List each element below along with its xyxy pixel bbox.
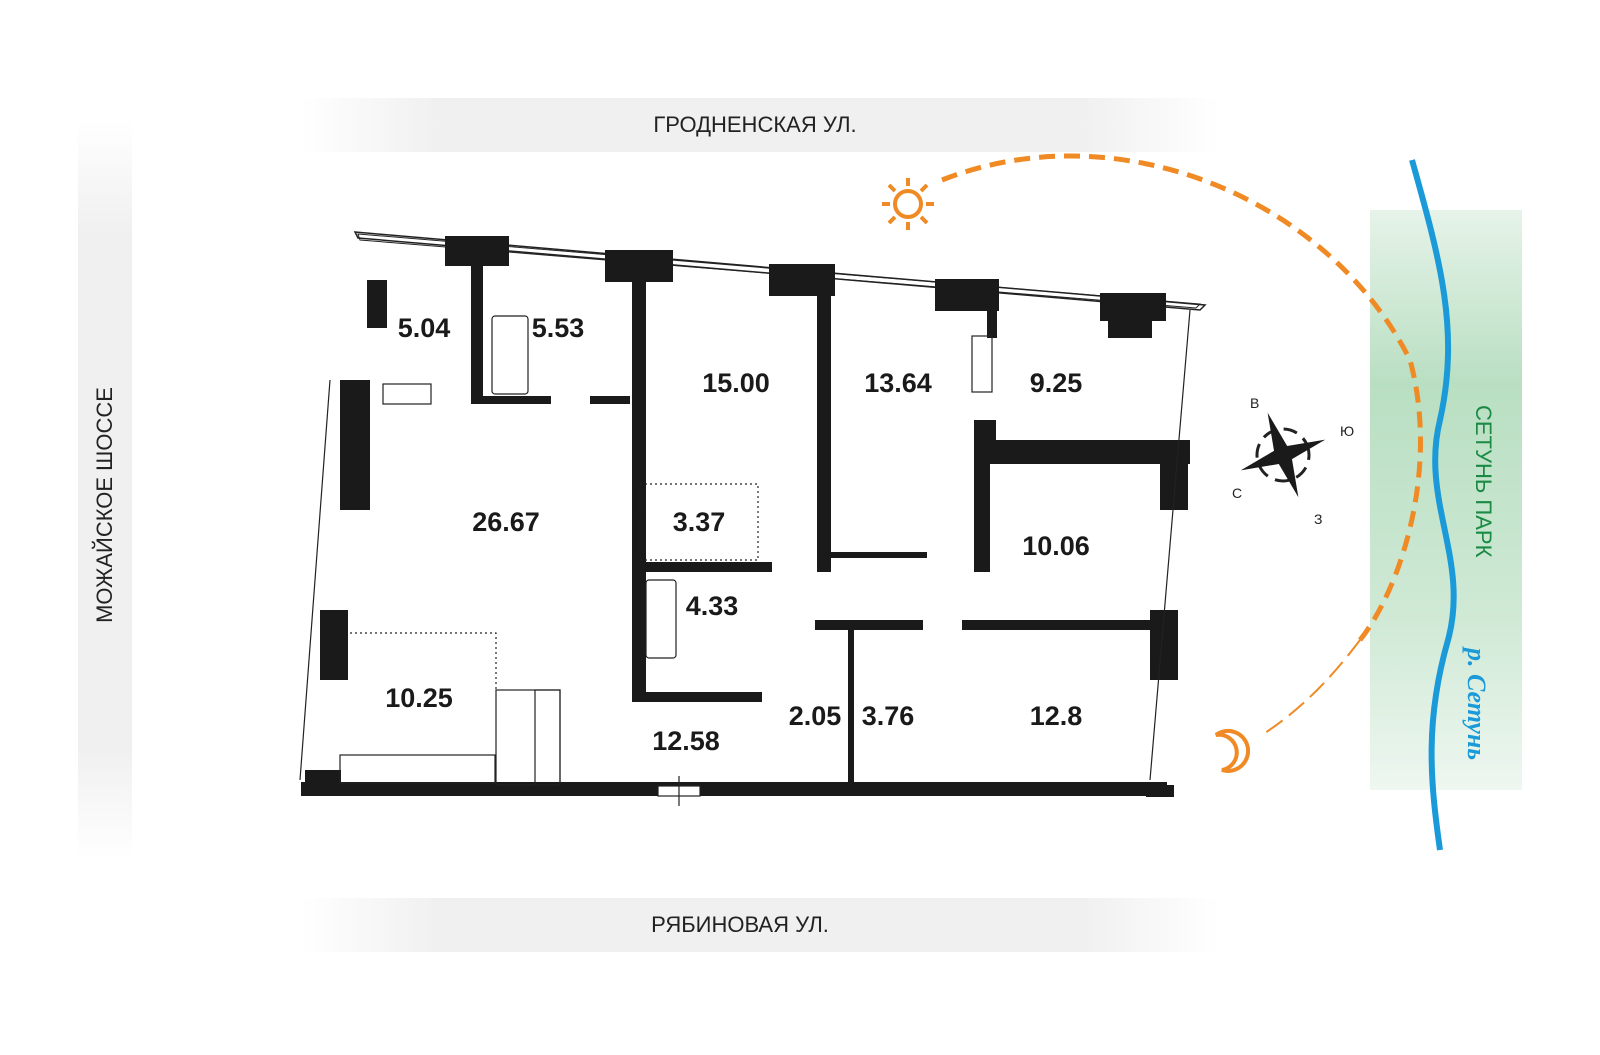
sun-path-evening [1261,639,1361,736]
moon-icon [1214,729,1251,773]
room-area-5-04: 5.04 [398,313,451,343]
compass-east: В [1250,395,1259,411]
fixtures [299,309,1191,806]
room-area-26-67: 26.67 [472,507,540,537]
room-area-5-53: 5.53 [532,313,585,343]
compass-icon [1240,412,1326,498]
compass-north: С [1232,485,1242,501]
river-label: р. Сетунь [1462,646,1491,760]
street-label-left: МОЖАЙСКОЕ ШОССЕ [92,387,117,623]
sun-icon [882,178,934,230]
sun-path [941,153,1423,642]
room-area-4-33: 4.33 [686,591,739,621]
room-area-10-25: 10.25 [385,683,453,713]
compass-south: Ю [1340,423,1354,439]
room-area-2-05: 2.05 [789,701,842,731]
room-area-12-8: 12.8 [1030,701,1083,731]
room-area-3-76: 3.76 [862,701,915,731]
room-area-12-58: 12.58 [652,726,720,756]
room-area-13-64: 13.64 [864,368,932,398]
street-band-left [78,120,132,860]
street-label-bottom: РЯБИНОВАЯ УЛ. [651,912,829,937]
park-label: СЕТУНЬ ПАРК [1471,405,1496,558]
compass-west: З [1314,511,1322,527]
room-area-3-37: 3.37 [673,507,726,537]
room-area-15-00: 15.00 [702,368,770,398]
room-area-10-06: 10.06 [1022,531,1090,561]
street-band-top [300,98,1220,152]
street-band-bottom [300,898,1220,952]
street-label-top: ГРОДНЕНСКАЯ УЛ. [653,112,856,137]
river-line [1409,159,1457,851]
room-area-9-25: 9.25 [1030,368,1083,398]
